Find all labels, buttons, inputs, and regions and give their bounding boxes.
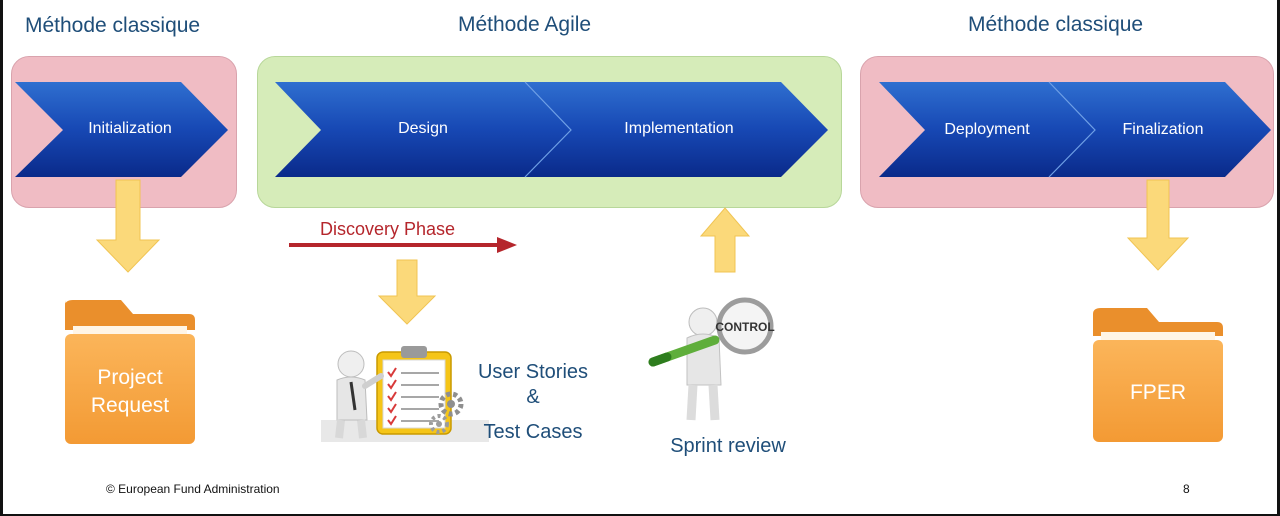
chevron-implementation [525,82,828,177]
chevron-initialization [15,82,228,177]
discovery-phase-label: Discovery Phase [320,219,456,239]
phase-implementation-label: Implementation [624,120,734,137]
arrow-down-left [95,179,161,273]
phase-deployment-label: Deployment [944,121,1030,138]
chevron-design [275,82,571,177]
phase-design-label: Design [398,120,448,137]
chevron-divider-agile [524,81,572,178]
chevron-deployment [879,82,1095,177]
heading-classic-right: Méthode classique [968,13,1144,36]
control-magnifier-illustration: CONTROL [648,297,775,421]
discovery-arrow-head [497,237,517,253]
footer-page-number: 8 [1183,482,1190,496]
arrow-up-sprint [699,207,751,273]
phase-finalization-label: Finalization [1122,121,1204,138]
folder-project-request-icon [65,300,195,444]
user-stories-caption-line1: User Stories [477,361,589,383]
footer-copyright: © European Fund Administration [106,482,280,496]
folder-fper-icon [1093,308,1223,442]
control-sign-text: CONTROL [715,320,774,334]
folder-fper-label: FPER [1129,381,1186,404]
arrow-down-right [1126,179,1190,271]
chevron-divider-classic [1048,81,1096,178]
folder-project-request-label-line2: Request [90,394,170,417]
user-stories-caption-line3: Test Cases [483,421,583,443]
heading-agile: Méthode Agile [458,13,592,36]
user-stories-illustration [321,346,489,442]
user-stories-caption-line2: & [526,386,540,408]
arrow-down-discovery [377,259,437,325]
phase-initialization-label: Initialization [88,120,172,137]
sprint-review-caption: Sprint review [670,435,786,457]
heading-classic-left: Méthode classique [25,14,201,37]
diagram-graphics: CONTROL [15,81,1271,444]
folder-project-request-label-line1: Project [97,366,163,389]
chevron-finalization [1049,82,1271,177]
